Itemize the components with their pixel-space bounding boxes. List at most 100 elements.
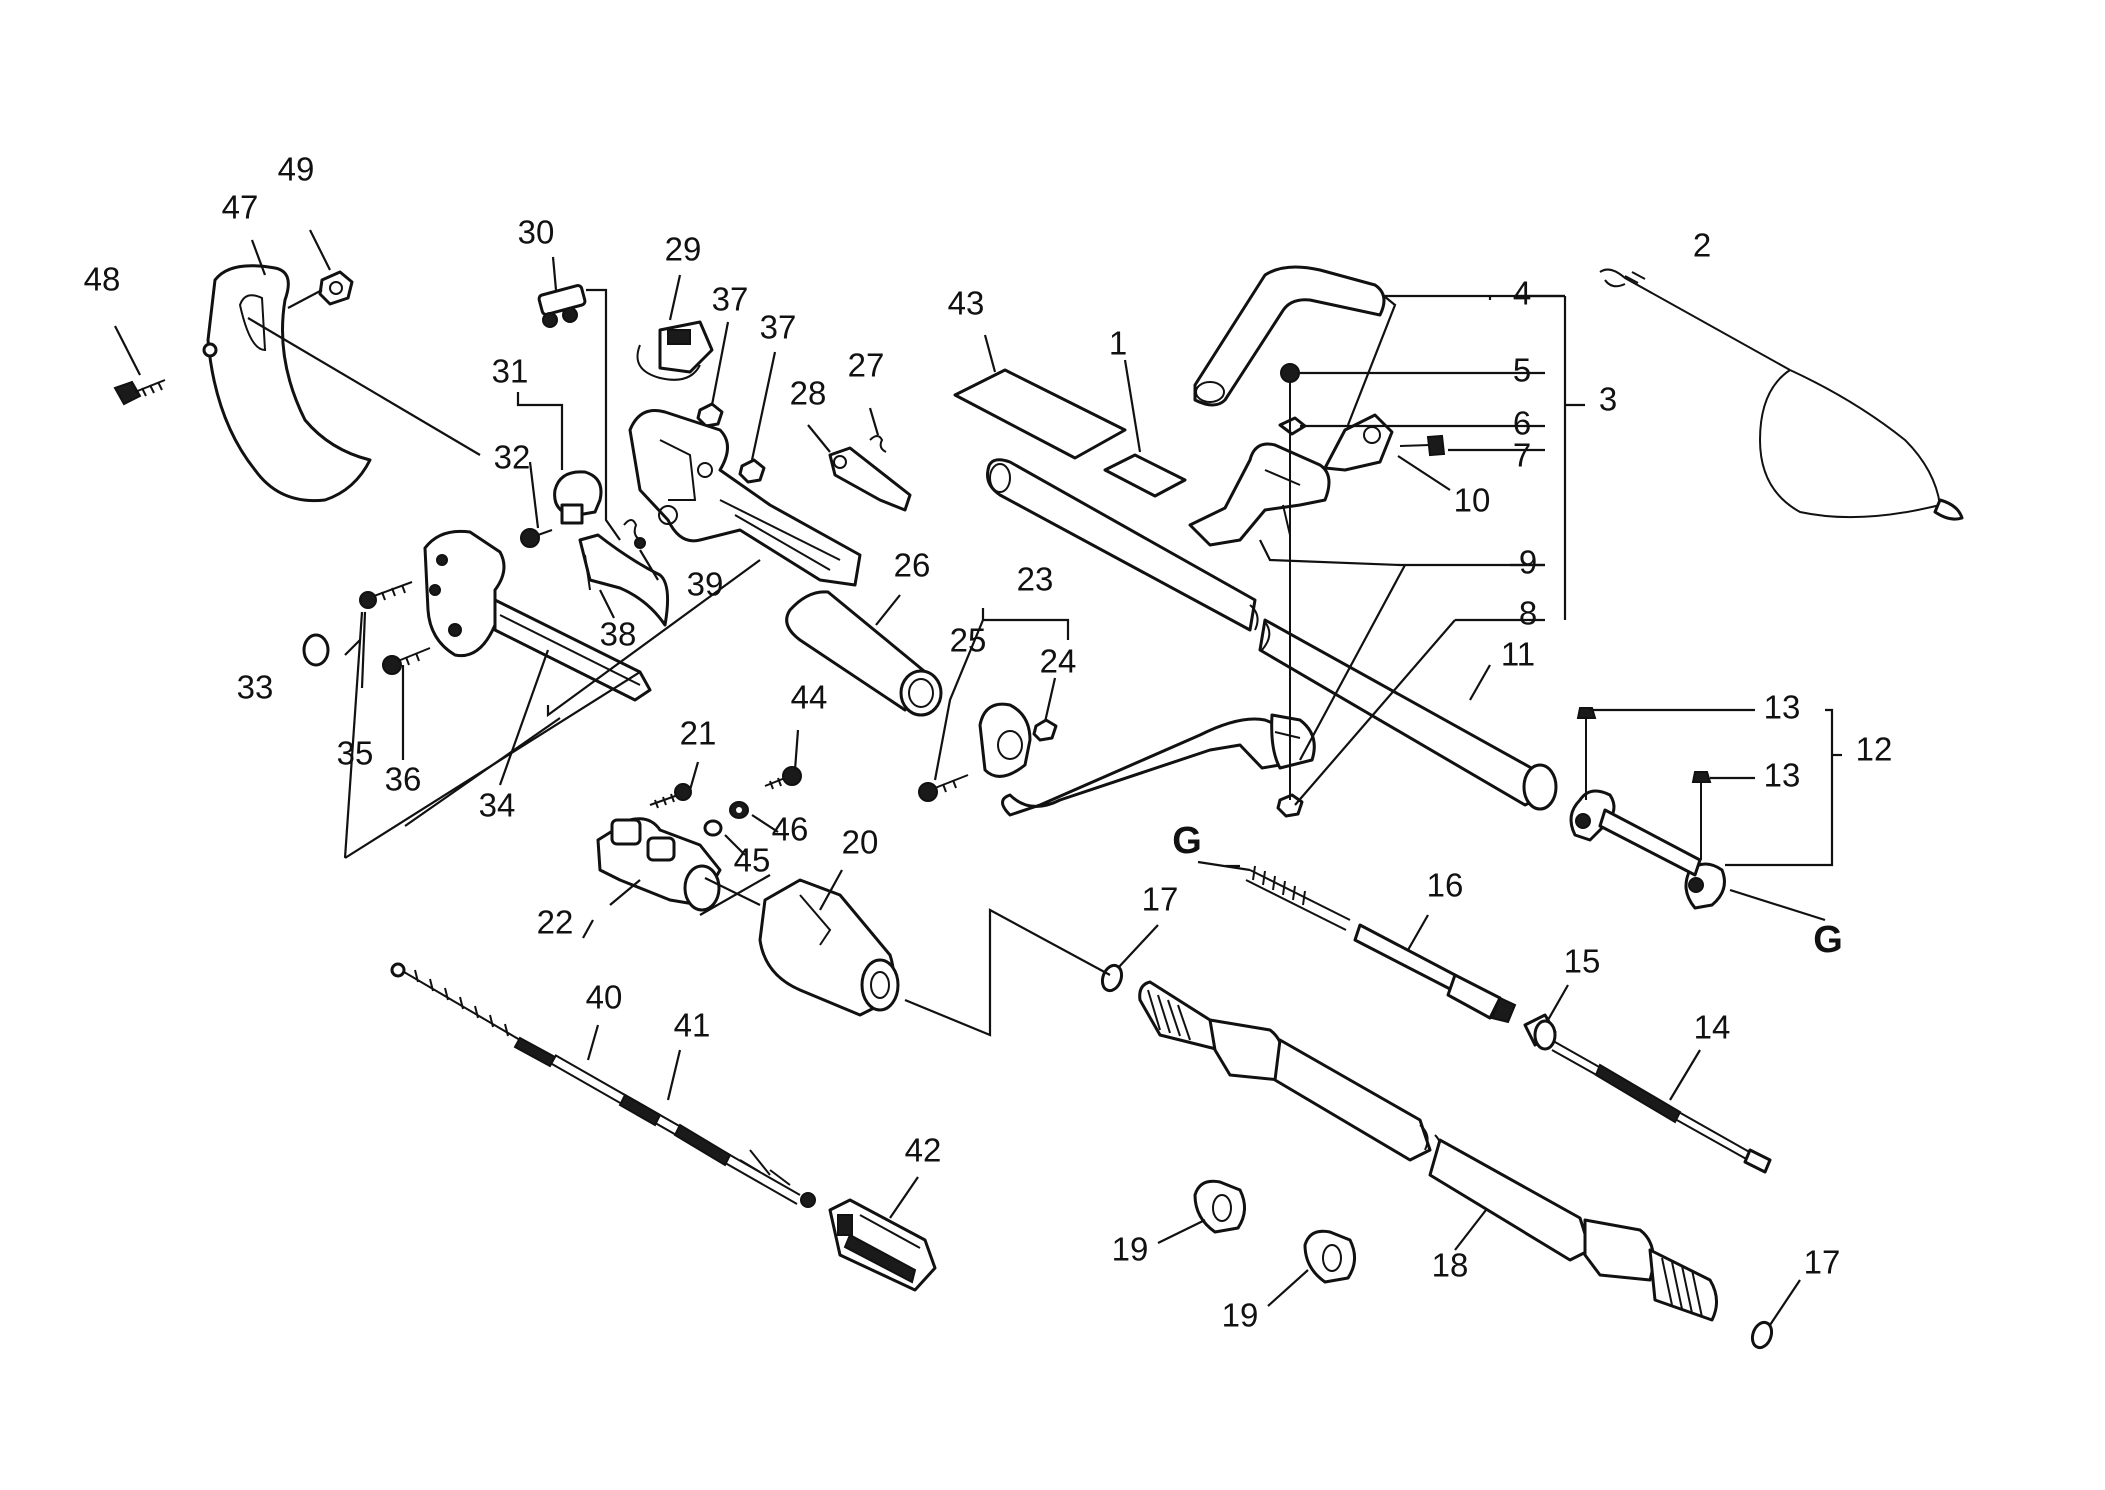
label-34: 34 (479, 787, 516, 824)
part-inner-shaft-14 (1551, 1041, 1772, 1174)
label-29: 29 (665, 231, 702, 268)
label-11: 11 (1501, 636, 1535, 673)
label-46: 46 (772, 811, 809, 848)
part-switch-29 (636, 320, 714, 381)
part-top-grip-4 (1193, 265, 1386, 407)
part-oring-33 (302, 633, 330, 667)
label-1: 1 (1109, 325, 1127, 362)
part-washer-46 (729, 801, 749, 819)
label-27: 27 (848, 347, 885, 384)
label-22: 22 (537, 904, 574, 941)
label-14: 14 (1694, 1009, 1731, 1046)
part-handle-half (423, 529, 652, 702)
label-41: 41 (674, 1007, 711, 1044)
part-lever-28 (828, 446, 912, 512)
label-7: 7 (1513, 437, 1531, 474)
label-13b: 13 (1764, 757, 1801, 794)
label-g-a: G (1172, 820, 1202, 862)
label-47: 47 (222, 189, 259, 226)
part-grip-26 (785, 590, 943, 717)
label-33: 33 (237, 669, 274, 706)
part-handle-bar-9 (1001, 713, 1316, 817)
label-g-b: G (1813, 919, 1843, 961)
part-spring-39 (623, 519, 646, 549)
label-4: 4 (1513, 275, 1531, 312)
part-shield (202, 264, 372, 503)
part-shaft-11 (986, 458, 1558, 811)
label-12: 12 (1856, 731, 1893, 768)
label-17b: 17 (1804, 1244, 1841, 1281)
part-screws-35-36 (359, 581, 431, 675)
label-48: 48 (84, 261, 121, 298)
label-15: 15 (1564, 943, 1601, 980)
label-20: 20 (842, 824, 879, 861)
part-decal-1 (1103, 453, 1187, 498)
part-spring-27 (869, 435, 887, 453)
part-clamp-31 (553, 470, 603, 525)
part-handle-housing (628, 409, 862, 587)
label-5: 5 (1513, 352, 1531, 389)
part-nut-8 (1276, 793, 1304, 818)
label-18: 18 (1432, 1247, 1469, 1284)
label-39: 39 (687, 566, 724, 603)
label-3: 3 (1599, 381, 1617, 418)
label-9: 9 (1519, 544, 1537, 581)
label-16: 16 (1427, 867, 1464, 904)
label-32: 32 (494, 439, 531, 476)
part-driveshaft-16 (1245, 865, 1517, 1024)
part-clamp-12 (1569, 789, 1726, 910)
part-handle-bracket (1188, 442, 1331, 547)
part-nut-24 (1032, 718, 1058, 742)
label-8: 8 (1519, 595, 1537, 632)
part-bracket-10 (1323, 413, 1394, 472)
part-bolt-25 (918, 774, 969, 802)
leader-lines (114, 229, 1842, 1326)
label-6: 6 (1513, 405, 1531, 442)
label-28: 28 (790, 375, 827, 412)
label-31: 31 (492, 353, 529, 390)
part-outer-tube-18 (1138, 980, 1718, 1322)
label-2: 2 (1693, 227, 1711, 264)
label-13a: 13 (1764, 689, 1801, 726)
label-35: 35 (337, 735, 374, 772)
label-45: 45 (734, 842, 771, 879)
part-sleeve-20 (758, 878, 900, 1017)
label-44: 44 (791, 679, 828, 716)
label-37a: 37 (712, 281, 749, 318)
label-42: 42 (905, 1132, 942, 1169)
label-17a: 17 (1142, 881, 1179, 918)
part-orings-17 (1100, 963, 1774, 1350)
part-nut-49 (318, 270, 354, 306)
part-trigger-38 (578, 533, 670, 627)
part-harness-2 (1599, 268, 1964, 521)
part-screw-32 (520, 528, 553, 548)
part-bolt-7 (1399, 434, 1446, 457)
part-clips-19 (1193, 1179, 1356, 1284)
part-bolt-48 (113, 379, 166, 406)
label-10: 10 (1454, 482, 1491, 519)
label-26: 26 (894, 547, 931, 584)
label-49: 49 (278, 151, 315, 188)
label-43: 43 (948, 285, 985, 322)
label-19b: 19 (1222, 1297, 1259, 1334)
part-bolt-21 (649, 783, 692, 809)
label-21: 21 (680, 715, 717, 752)
label-24: 24 (1040, 643, 1077, 680)
label-25: 25 (950, 622, 987, 659)
callout-labels: 1 2 3 4 5 6 7 8 9 10 11 12 13 13 14 15 1… (84, 151, 1893, 1334)
label-38: 38 (600, 616, 637, 653)
label-23: 23 (1017, 561, 1054, 598)
part-coupler-22 (596, 817, 722, 912)
label-40: 40 (586, 979, 623, 1016)
part-bushing-15 (1523, 1013, 1557, 1051)
part-connector-42 (828, 1198, 937, 1292)
part-clamp-23 (978, 702, 1032, 778)
label-19a: 19 (1112, 1231, 1149, 1268)
part-washer-45 (703, 819, 723, 837)
part-screw-5 (1280, 363, 1300, 400)
part-cable-40 (390, 962, 816, 1208)
part-decal-43 (953, 368, 1127, 460)
part-screws-30 (537, 284, 587, 328)
label-37b: 37 (760, 309, 797, 346)
